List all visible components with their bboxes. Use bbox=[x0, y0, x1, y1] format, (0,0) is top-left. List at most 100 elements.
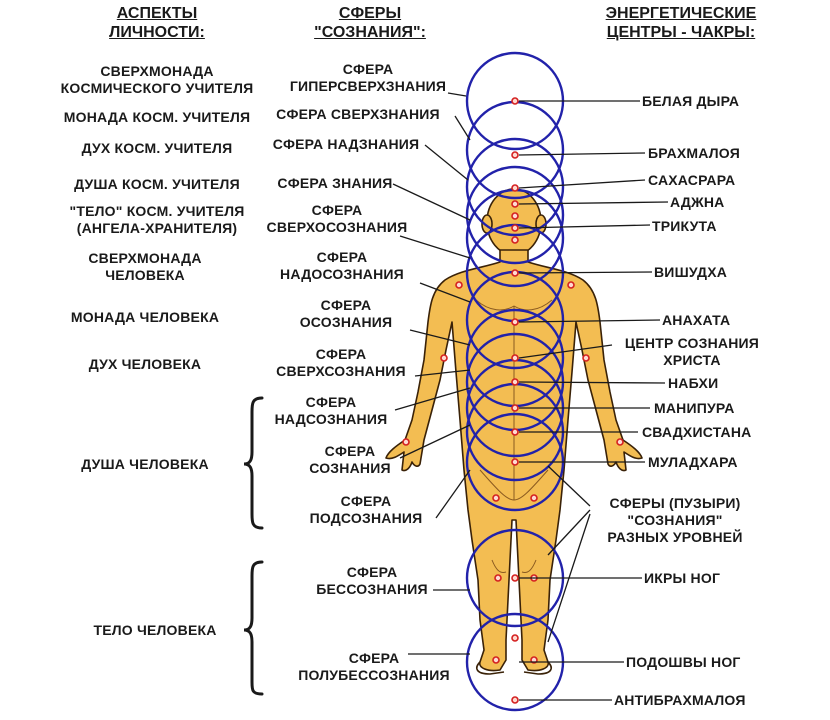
leader-line bbox=[424, 144, 469, 181]
chakra-label: СВАДХИСТАНА bbox=[642, 424, 752, 440]
leader-line bbox=[419, 282, 471, 303]
sphere-circle bbox=[465, 137, 565, 237]
chakra-label: ПОДОШВЫ НОГ bbox=[626, 654, 741, 670]
anatomy-lines bbox=[475, 299, 553, 573]
body-point bbox=[567, 281, 575, 289]
leader-line bbox=[454, 115, 471, 141]
bubbles-label: СФЕРЫ (ПУЗЫРИ)"СОЗНАНИЯ"РАЗНЫХ УРОВНЕЙ bbox=[607, 495, 743, 545]
chakra-point bbox=[511, 200, 519, 208]
chakra-point bbox=[511, 354, 519, 362]
leader-line bbox=[447, 92, 467, 97]
header-aspects-line1: АСПЕКТЫ bbox=[116, 5, 198, 22]
chakra-point bbox=[511, 184, 519, 192]
header-aspects: АСПЕКТЫ ЛИЧНОСТИ: bbox=[109, 4, 205, 42]
leader-line bbox=[409, 329, 471, 346]
header-chakras-line2: ЦЕНТРЫ - ЧАКРЫ: bbox=[606, 24, 756, 41]
leader-line bbox=[414, 369, 471, 377]
chakra-point bbox=[511, 574, 519, 582]
header-spheres-line2: "СОЗНАНИЯ": bbox=[314, 24, 426, 41]
chakra-point bbox=[511, 634, 519, 642]
leader-line bbox=[547, 465, 591, 507]
chakra-point bbox=[511, 458, 519, 466]
chakra-label: САХАСРАРА bbox=[648, 172, 736, 188]
leader-line bbox=[518, 179, 646, 189]
chakra-label: АНТИБРАХМАЛОЯ bbox=[614, 692, 746, 708]
leader-line bbox=[435, 469, 471, 519]
leader-line bbox=[547, 513, 591, 643]
foot-right bbox=[523, 661, 552, 675]
leader-line bbox=[518, 152, 646, 156]
leader-line bbox=[394, 387, 471, 411]
aspect-label: ДУХ ЧЕЛОВЕКА bbox=[88, 356, 202, 372]
sphere-label: СФЕРА НАДЗНАНИЯ bbox=[272, 136, 420, 152]
leader-line bbox=[518, 381, 666, 384]
chakra-point bbox=[511, 236, 519, 244]
chakra-point bbox=[511, 318, 519, 326]
header-chakras: ЭНЕРГЕТИЧЕСКИЕ ЦЕНТРЫ - ЧАКРЫ: bbox=[606, 4, 757, 42]
body-point bbox=[440, 354, 448, 362]
chakra-label: НАБХИ bbox=[668, 375, 719, 391]
aspect-label: МОНАДА КОСМ. УЧИТЕЛЯ bbox=[63, 109, 251, 125]
chakra-point bbox=[511, 428, 519, 436]
aspect-label: ДУША ЧЕЛОВЕКА bbox=[81, 456, 209, 472]
sphere-label: СФЕРА СВЕРХЗНАНИЯ bbox=[276, 106, 440, 122]
body-point bbox=[492, 656, 500, 664]
chakra-point bbox=[511, 97, 519, 105]
body-point bbox=[530, 494, 538, 502]
header-spheres-line1: СФЕРЫ bbox=[338, 5, 402, 22]
chakra-point bbox=[511, 224, 519, 232]
leader-line bbox=[518, 201, 669, 205]
chakra-label: БРАХМАЛОЯ bbox=[648, 145, 740, 161]
chakra-point bbox=[511, 151, 519, 159]
body-point bbox=[616, 438, 624, 446]
body-point bbox=[494, 574, 502, 582]
header-aspects-line2: ЛИЧНОСТИ: bbox=[109, 24, 205, 41]
leader-line bbox=[518, 319, 661, 323]
aspect-label: МОНАДА ЧЕЛОВЕКА bbox=[70, 309, 220, 325]
aspect-label: "ТЕЛО" КОСМ. УЧИТЕЛЯ(АНГЕЛА-ХРАНИТЕЛЯ) bbox=[69, 203, 245, 236]
chakra-label: МАНИПУРА bbox=[654, 400, 735, 416]
aspect-label: ДУХ КОСМ. УЧИТЕЛЯ bbox=[81, 140, 233, 156]
leader-line bbox=[518, 271, 653, 274]
sphere-circle bbox=[465, 165, 565, 265]
chakra-label: БЕЛАЯ ДЫРА bbox=[642, 93, 740, 109]
leader-line bbox=[399, 235, 471, 259]
leader-line bbox=[518, 344, 613, 359]
brace-body bbox=[243, 560, 264, 696]
aspect-braces bbox=[243, 396, 264, 696]
chakra-label: ВИШУДХА bbox=[654, 264, 728, 280]
body-point bbox=[455, 281, 463, 289]
header-chakras-line1: ЭНЕРГЕТИЧЕСКИЕ bbox=[605, 5, 757, 22]
chakra-point bbox=[511, 269, 519, 277]
chakra-point bbox=[511, 212, 519, 220]
chakra-label: ТРИКУТА bbox=[652, 218, 717, 234]
chakra-point bbox=[511, 404, 519, 412]
foot-left bbox=[476, 661, 505, 675]
header-spheres: СФЕРЫ "СОЗНАНИЯ": bbox=[314, 4, 426, 42]
leader-line bbox=[518, 224, 651, 229]
chakra-point bbox=[511, 378, 519, 386]
chakra-label: АНАХАТА bbox=[662, 312, 731, 328]
aspect-label: ТЕЛО ЧЕЛОВЕКА bbox=[93, 622, 217, 638]
leader-line bbox=[547, 509, 591, 556]
chakra-label: АДЖНА bbox=[670, 194, 725, 210]
brace-soul bbox=[243, 396, 264, 530]
sphere-leader-lines bbox=[392, 92, 471, 655]
body-point bbox=[492, 494, 500, 502]
chakra-points bbox=[402, 97, 624, 704]
body-point bbox=[582, 354, 590, 362]
chakra-point bbox=[511, 696, 519, 704]
